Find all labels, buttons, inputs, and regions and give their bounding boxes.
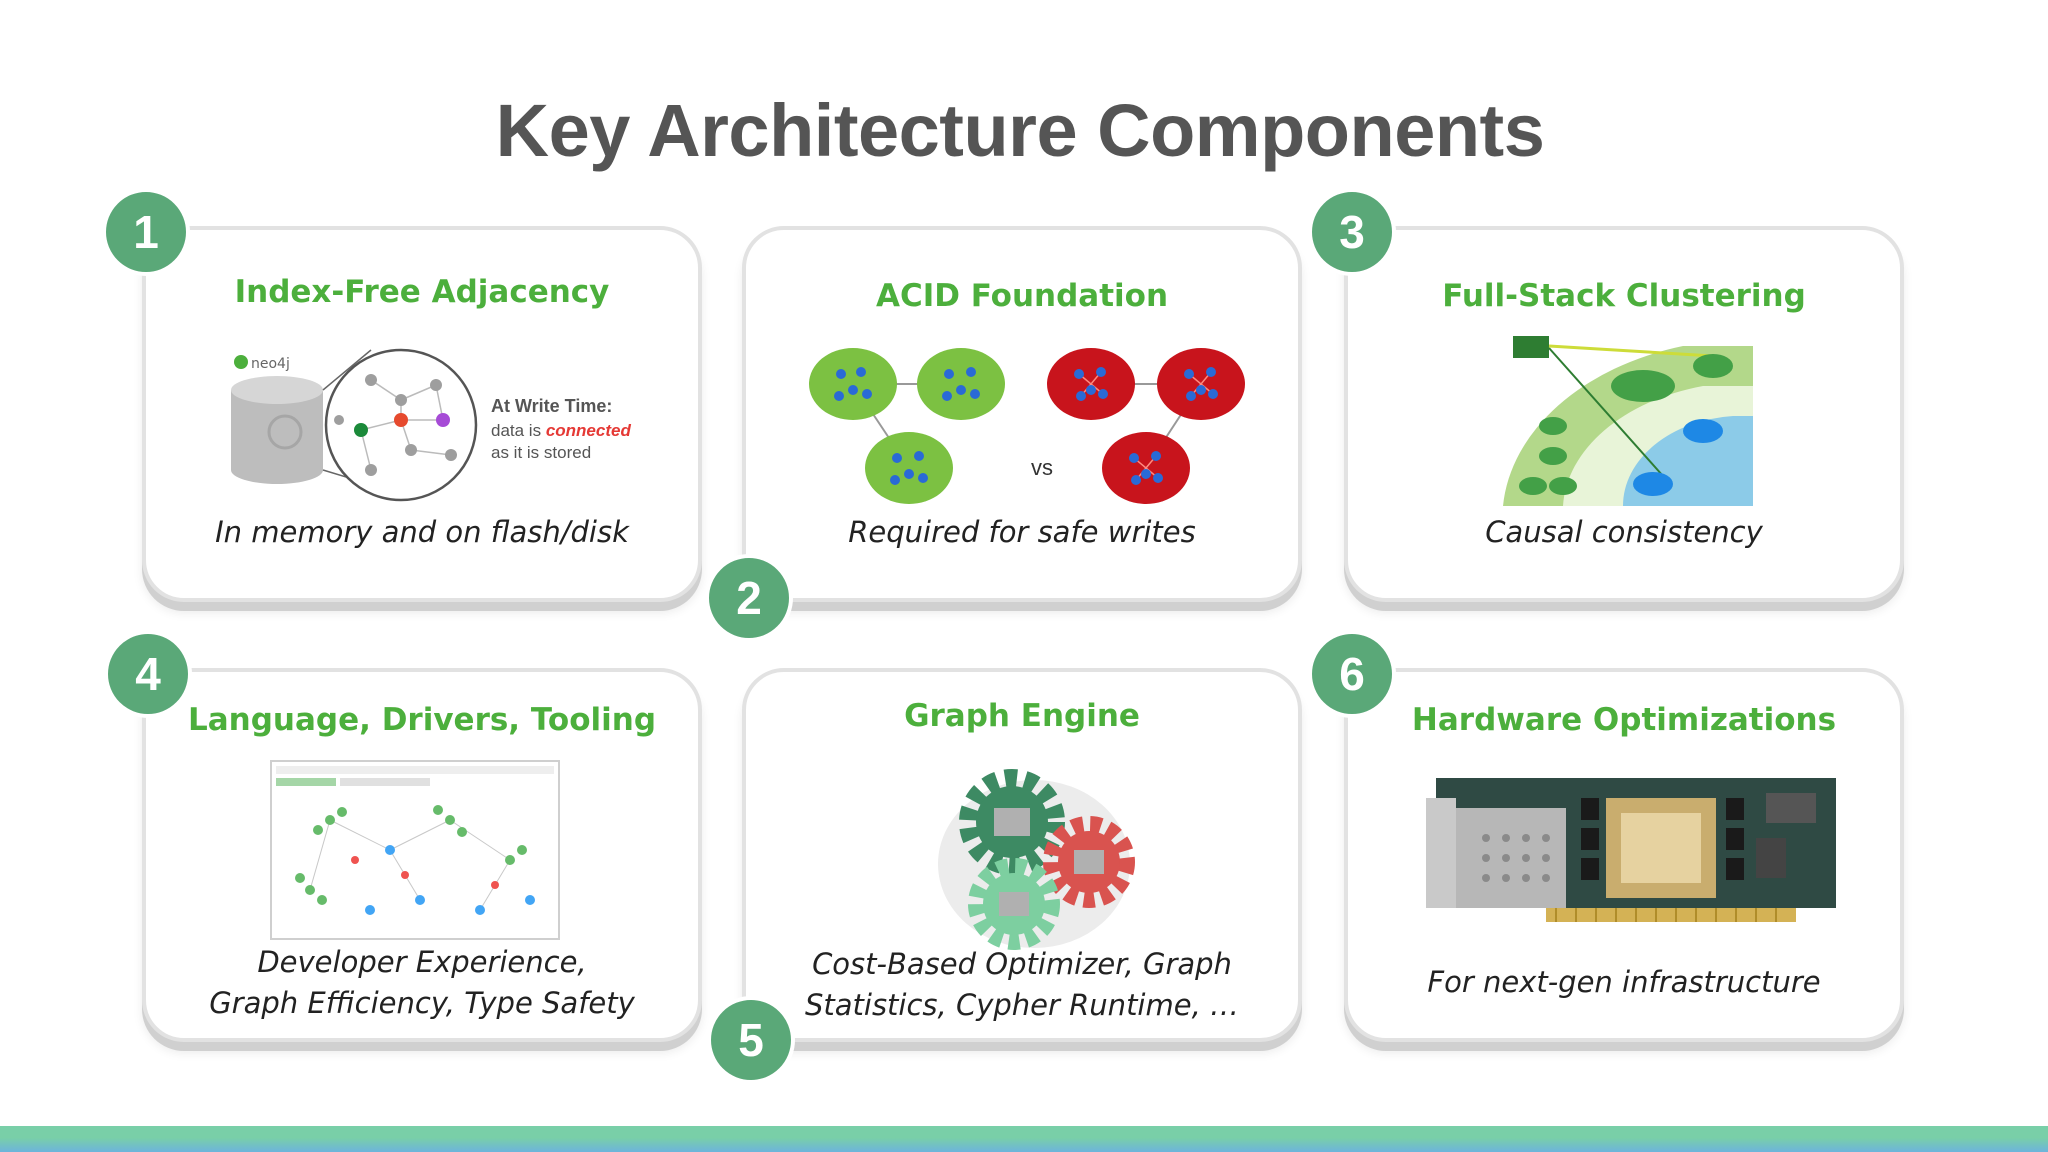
vs-label: vs	[1031, 455, 1053, 480]
acid-foundation-illustration: vs	[809, 348, 1245, 504]
gear-icon-light-green	[968, 858, 1060, 950]
graph-zoom-circle	[324, 348, 478, 502]
card-caption-line2: Graph Efficiency, Type Safety	[209, 986, 635, 1020]
pcie-board-icon	[1426, 778, 1836, 922]
card-acid-foundation: ACID Foundation vs	[742, 226, 1302, 602]
badge-number-1: 1	[102, 188, 190, 276]
card-caption: Required for safe writes	[848, 515, 1196, 549]
card-caption-line2: Statistics, Cypher Runtime, …	[804, 988, 1240, 1022]
card-language-drivers-tooling: Language, Drivers, Tooling Developer Exp…	[142, 668, 702, 1042]
card-caption-line1: Cost-Based Optimizer, Graph	[812, 947, 1232, 981]
index-free-adjacency-illustration: neo4j	[231, 348, 631, 502]
card-title: Full-Stack Clustering	[1442, 278, 1806, 314]
clustering-diagram-illustration	[1503, 326, 1753, 506]
card-title: ACID Foundation	[875, 278, 1169, 314]
card-title: Graph Engine	[904, 698, 1140, 734]
hardware-board-illustration	[1426, 778, 1836, 922]
card-hardware-optimizations: Hardware Optimizations	[1344, 668, 1904, 1042]
callout-line2: as it is stored	[491, 443, 591, 462]
card-title: Language, Drivers, Tooling	[187, 702, 657, 738]
gear-icon-red	[1043, 816, 1135, 908]
callout-line1: data is connected	[491, 421, 631, 440]
gear-icon-teal	[959, 769, 1065, 875]
card-index-free-adjacency: Index-Free Adjacency neo4j	[142, 226, 702, 602]
badge-number-3: 3	[1308, 188, 1396, 276]
client-app-box	[1513, 336, 1549, 358]
inconsistent-graph-group	[1047, 348, 1245, 504]
database-cylinder-icon	[231, 376, 323, 484]
badge-number-2: 2	[705, 554, 793, 642]
neo4j-logo-icon	[234, 355, 248, 369]
bottom-accent-bar	[0, 1126, 2048, 1152]
card-caption: In memory and on flash/disk	[215, 515, 629, 549]
card-caption: For next-gen infrastructure	[1427, 965, 1821, 999]
card-caption-line1: Developer Experience,	[257, 945, 587, 979]
card-title: Hardware Optimizations	[1411, 702, 1837, 738]
badge-number-5: 5	[707, 996, 795, 1084]
badge-number-4: 4	[104, 630, 192, 718]
card-title: Index-Free Adjacency	[234, 274, 610, 310]
consistent-graph-group	[809, 348, 1005, 504]
callout-heading: At Write Time:	[491, 396, 612, 416]
slide-title: Key Architecture Components	[495, 89, 1545, 172]
card-full-stack-clustering: Full-Stack Clustering Causal consistency	[1344, 226, 1904, 602]
tooling-screenshot-illustration	[270, 760, 560, 940]
graph-engine-gears-illustration	[938, 769, 1135, 950]
neo4j-logo-text: neo4j	[251, 356, 290, 372]
card-graph-engine: Graph Engine Cost-Based Optimizer, Graph…	[742, 668, 1302, 1042]
card-caption: Causal consistency	[1485, 515, 1763, 549]
badge-number-6: 6	[1308, 630, 1396, 718]
